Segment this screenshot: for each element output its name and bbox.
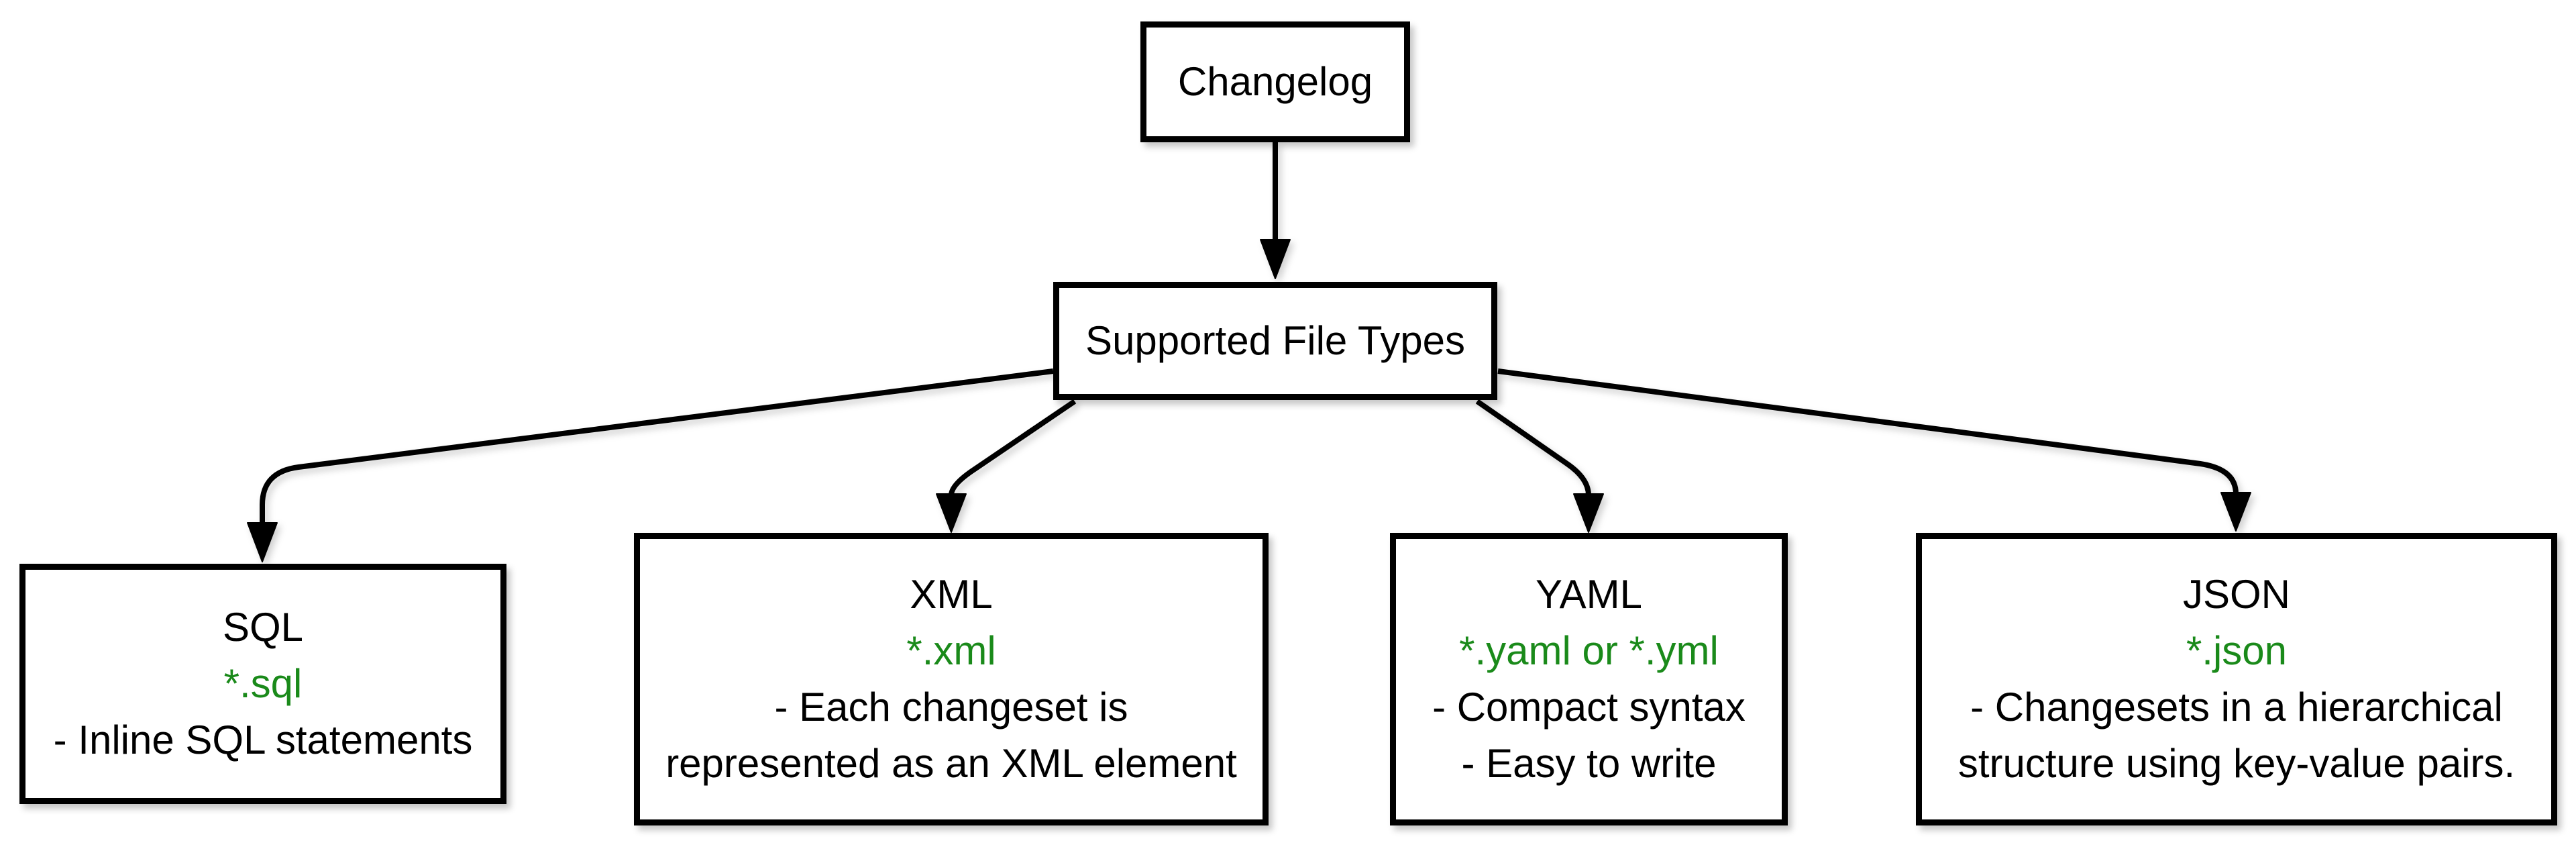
type-extension: *.json <box>2186 628 2288 673</box>
node-label-wrap: SQL *.sql - Inline SQL statements <box>25 599 500 768</box>
connector-hub-yaml <box>1475 399 1591 496</box>
type-title: YAML <box>1536 572 1642 617</box>
arrowhead-hub-icon <box>1260 239 1291 279</box>
type-desc-line: represented as an XML element <box>665 741 1237 786</box>
connector-hub-json <box>1497 368 2239 495</box>
type-title: XML <box>910 572 993 617</box>
node-label: Changelog <box>1177 59 1373 104</box>
node-label-wrap: Changelog <box>1146 54 1404 110</box>
node-supported-file-types: Supported File Types <box>1053 282 1497 400</box>
node-label-wrap: XML *.xml - Each changeset is represente… <box>640 566 1263 792</box>
node-label-wrap: Supported File Types <box>1059 313 1491 369</box>
connector-hub-xml <box>949 399 1077 496</box>
node-changelog: Changelog <box>1140 21 1410 142</box>
arrowhead-yaml-icon <box>1573 493 1604 533</box>
type-extension: *.sql <box>223 661 303 706</box>
node-json: JSON *.json - Changesets in a hierarchic… <box>1916 533 2557 825</box>
type-title: SQL <box>222 605 304 650</box>
arrowhead-xml-icon <box>936 493 967 533</box>
arrowhead-json-icon <box>2220 492 2251 532</box>
type-desc-line: - Each changeset is <box>774 685 1128 730</box>
type-desc-line: - Easy to write <box>1461 741 1717 786</box>
type-extension: *.yaml or *.yml <box>1459 628 1719 673</box>
node-label: Supported File Types <box>1085 318 1465 363</box>
type-title: JSON <box>2182 572 2291 617</box>
type-desc-line: structure using key-value pairs. <box>1957 741 2516 786</box>
node-yaml: YAML *.yaml or *.yml - Compact syntax - … <box>1390 533 1788 825</box>
node-label-wrap: JSON *.json - Changesets in a hierarchic… <box>1922 566 2551 792</box>
connector-hub-sql <box>260 368 1054 523</box>
type-desc-line: - Inline SQL statements <box>53 717 473 762</box>
arrowhead-sql-icon <box>247 522 278 562</box>
type-extension: *.xml <box>906 628 996 673</box>
node-sql: SQL *.sql - Inline SQL statements <box>19 564 506 804</box>
type-desc-line: - Compact syntax <box>1432 685 1746 730</box>
node-xml: XML *.xml - Each changeset is represente… <box>634 533 1269 825</box>
node-label-wrap: YAML *.yaml or *.yml - Compact syntax - … <box>1396 566 1782 792</box>
type-desc-line: - Changesets in a hierarchical <box>1970 685 2503 730</box>
